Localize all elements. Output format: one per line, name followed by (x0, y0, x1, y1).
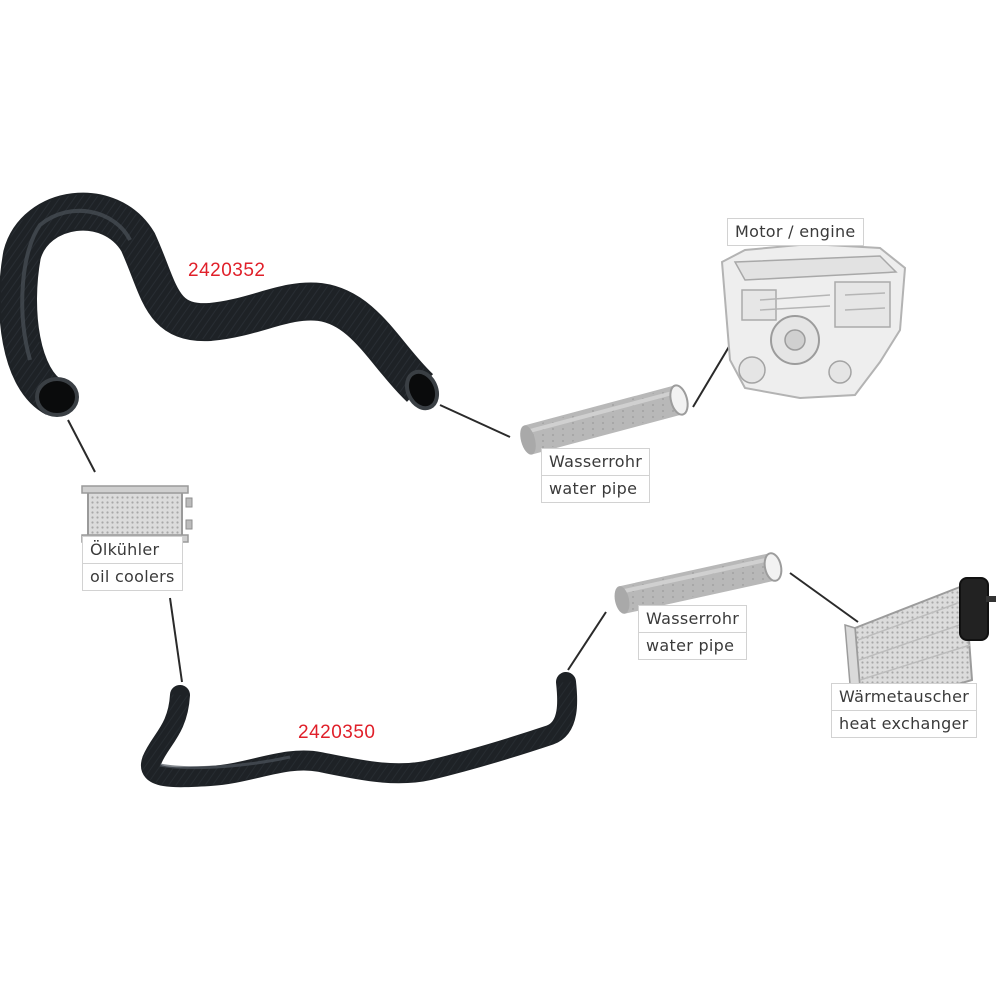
connector-lines (67, 344, 859, 683)
water-pipe-icon (614, 552, 783, 614)
label-oil-cooler: Ölkühler oil coolers (82, 536, 183, 591)
label-water-pipe-lower: Wasserrohr water pipe (638, 605, 748, 660)
connector-water-pipe-to-heat-exchanger (789, 572, 859, 623)
hose-2420350 (141, 672, 578, 788)
connector-water-pipe-to-engine (692, 344, 731, 408)
connector-upper-hose-to-oil-cooler (67, 419, 96, 473)
label-engine-text: Motor / engine (735, 222, 856, 241)
label-oil-cooler-en: oil coolers (83, 563, 182, 590)
hose-2420352 (0, 192, 440, 417)
label-water-pipe-upper-en: water pipe (542, 475, 650, 502)
hose-end-opening (404, 369, 440, 411)
hose-end-opening (35, 377, 79, 417)
label-oil-cooler-de: Ölkühler (90, 540, 160, 559)
label-water-pipe-upper: Wasserrohr water pipe (541, 448, 651, 503)
connector-upper-hose-to-water-pipe (439, 404, 511, 438)
engine-icon (720, 242, 907, 400)
part-number-lower-hose: 2420350 (298, 722, 376, 743)
connector-lower-hose-to-water-pipe (567, 611, 607, 671)
label-heat-exchanger-en: heat exchanger (832, 710, 977, 737)
label-water-pipe-lower-en: water pipe (639, 632, 747, 659)
label-water-pipe-lower-de: Wasserrohr (646, 609, 740, 628)
part-number-upper-hose: 2420352 (188, 260, 266, 281)
label-water-pipe-upper-de: Wasserrohr (549, 452, 643, 471)
connector-oil-cooler-to-lower-hose (169, 597, 183, 683)
label-heat-exchanger: Wärmetauscher heat exchanger (831, 683, 978, 738)
water-pipe-icon (520, 384, 689, 455)
label-heat-exchanger-de: Wärmetauscher (839, 687, 970, 706)
oil-cooler-icon (81, 485, 193, 543)
label-engine: Motor / engine (727, 218, 864, 246)
